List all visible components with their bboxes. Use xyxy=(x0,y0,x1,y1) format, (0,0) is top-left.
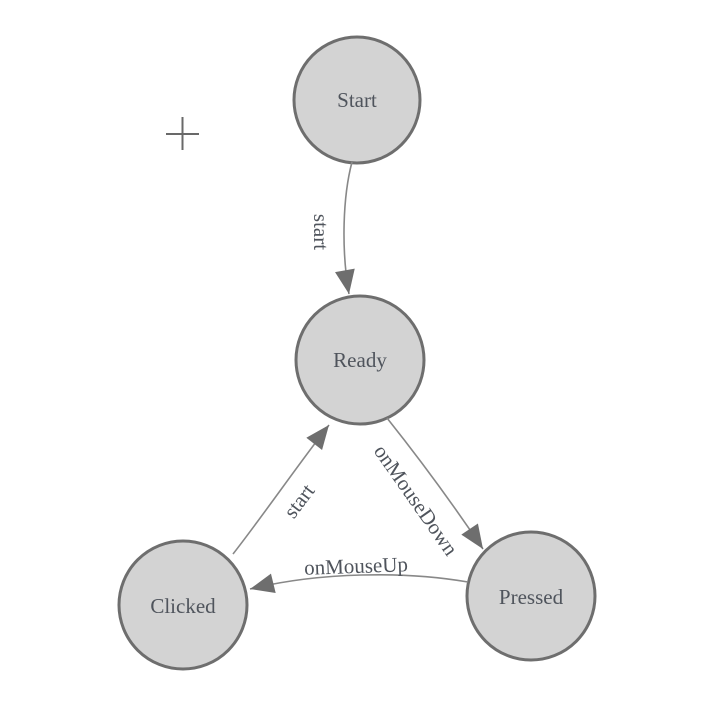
edge-clicked-to-ready-path[interactable] xyxy=(232,424,330,555)
node-pressed[interactable]: Pressed xyxy=(465,530,597,662)
edge-start-to-ready-label: start xyxy=(309,214,333,250)
node-ready-circle[interactable] xyxy=(294,294,426,426)
origin-cross-icon xyxy=(166,117,199,150)
node-clicked-circle[interactable] xyxy=(117,539,249,671)
edge-pressed-to-clicked-path[interactable] xyxy=(249,573,469,594)
edge-start-to-ready[interactable]: start xyxy=(309,161,355,295)
edge-pressed-to-clicked[interactable]: onMouseUp xyxy=(249,552,469,594)
node-start-circle[interactable] xyxy=(292,35,422,165)
edge-ready-to-pressed-path[interactable] xyxy=(386,417,484,550)
node-start[interactable]: Start xyxy=(292,35,422,165)
edge-ready-to-pressed[interactable]: onMouseDown xyxy=(369,417,484,560)
node-ready[interactable]: Ready xyxy=(294,294,426,426)
node-pressed-circle[interactable] xyxy=(465,530,597,662)
node-clicked[interactable]: Clicked xyxy=(117,539,249,671)
edge-clicked-to-ready[interactable]: start xyxy=(232,424,330,555)
edge-start-to-ready-path[interactable] xyxy=(335,161,355,295)
